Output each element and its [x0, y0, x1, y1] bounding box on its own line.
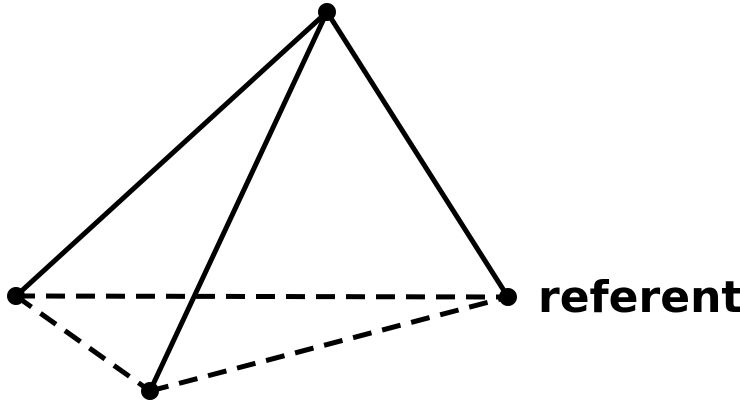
- edge-apex-right: [324, 9, 511, 300]
- vertex-left: [7, 287, 25, 305]
- edge-left-bottom-dashed: [14, 293, 152, 394]
- edge-apex-left: [13, 9, 330, 299]
- vertex-referent: [499, 288, 517, 306]
- referent-label: referent: [538, 272, 740, 323]
- vertex-bottom: [141, 382, 159, 400]
- edge-left-right-dashed: [15, 293, 509, 300]
- vertex-apex: [318, 3, 336, 21]
- edge-apex-bottom: [147, 9, 330, 394]
- edge-bottom-right-dashed: [149, 294, 509, 394]
